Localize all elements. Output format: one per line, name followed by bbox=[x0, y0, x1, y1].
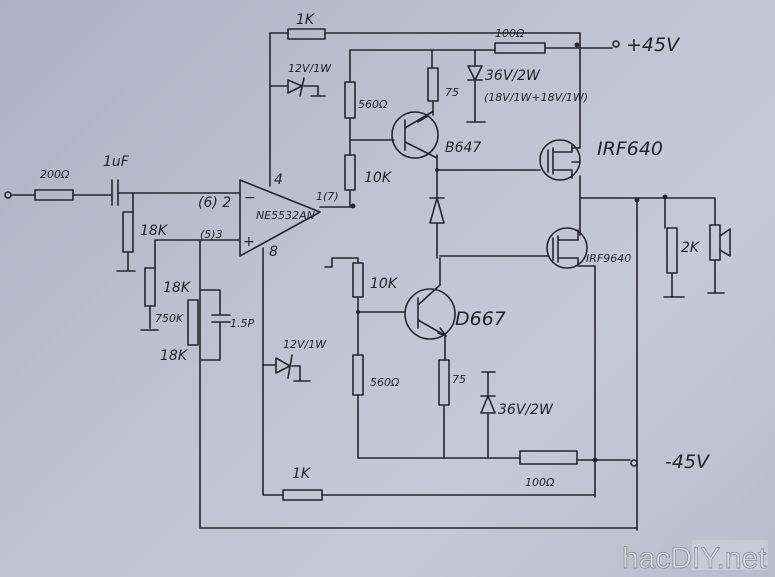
input-terminal bbox=[4, 191, 36, 199]
positive-rail: 100Ω +45V bbox=[349, 27, 681, 56]
label-opamp: NE5532AN bbox=[256, 209, 315, 222]
label-r10k-bottom: 10K bbox=[370, 276, 399, 292]
zener-36v-bottom: 36V/2W bbox=[480, 371, 554, 459]
label-v-neg: -45V bbox=[665, 451, 711, 473]
label-zener36-top: 36V/2W bbox=[485, 68, 541, 84]
label-r-load: 2K bbox=[681, 240, 701, 256]
zener-12v-top: 12V/1W bbox=[269, 62, 332, 97]
resistor-10k-top: 10K bbox=[344, 154, 393, 207]
resistor-load-2k: 2K bbox=[663, 196, 701, 298]
label-r-fb-bottom: 1K bbox=[292, 466, 312, 482]
watermark-box bbox=[692, 540, 768, 570]
label-pin4: 4 bbox=[274, 172, 283, 188]
label-r100-bottom: 100Ω bbox=[525, 476, 555, 489]
label-r18k-a: 18K bbox=[163, 280, 192, 296]
noninv-network: 18K 750K 1.5P 18K bbox=[140, 239, 638, 529]
label-b647: B647 bbox=[445, 140, 481, 156]
lower-feedback: 1K bbox=[262, 247, 596, 501]
label-r-input: 200Ω bbox=[40, 168, 70, 181]
label-minus: − bbox=[244, 190, 256, 206]
label-d667: D667 bbox=[455, 308, 506, 330]
label-pin8: 8 bbox=[269, 244, 278, 260]
resistor-input-ground: 18K bbox=[116, 192, 169, 272]
resistor-75-top: 75 bbox=[427, 49, 459, 116]
label-r-fb-top: 1K bbox=[296, 12, 316, 28]
resistor-75-bottom: 75 bbox=[438, 335, 466, 459]
label-zener36-bottom: 36V/2W bbox=[498, 402, 554, 418]
label-r750k: 750K bbox=[155, 312, 184, 325]
label-v-pos: +45V bbox=[626, 34, 681, 56]
resistor-560-top: 560Ω bbox=[344, 49, 395, 156]
label-pin-out: 1(7) bbox=[316, 190, 339, 203]
label-pin-inv: (6) 2 bbox=[198, 195, 231, 211]
resistor-10k-bottom: 10K bbox=[324, 257, 406, 356]
watermark-text: hacDIY.net bbox=[622, 542, 767, 575]
mosfet-irf640: IRF640 bbox=[539, 138, 663, 181]
speaker-icon bbox=[707, 224, 731, 294]
label-irf9640: IRF9640 bbox=[586, 252, 631, 265]
capacitor-input: 1uF bbox=[103, 154, 241, 206]
transistor-b647: B647 bbox=[391, 111, 481, 159]
resistor-input: 200Ω bbox=[34, 168, 113, 201]
label-c15p: 1.5P bbox=[230, 317, 254, 330]
label-zener36-note: (18V/1W+18V/1W) bbox=[484, 91, 588, 104]
label-r75-bottom: 75 bbox=[452, 373, 466, 386]
label-r-in-ground: 18K bbox=[140, 223, 169, 239]
label-pin-noninv: (5)3 bbox=[200, 228, 223, 241]
label-r560-bottom: 560Ω bbox=[370, 376, 400, 389]
transistor-d667: D667 bbox=[404, 257, 506, 340]
label-r560-top: 560Ω bbox=[358, 98, 388, 111]
output-node bbox=[579, 175, 716, 531]
label-c-input: 1uF bbox=[103, 154, 130, 170]
label-r10k-top: 10K bbox=[364, 170, 393, 186]
resistor-560-bottom: 560Ω bbox=[352, 354, 521, 459]
mosfet-irf9640: IRF9640 bbox=[546, 227, 631, 498]
bias-zener bbox=[429, 154, 549, 259]
negative-rail: 100Ω -45V bbox=[519, 450, 711, 489]
label-r75-top: 75 bbox=[445, 86, 459, 99]
label-zener-top: 12V/1W bbox=[288, 62, 332, 75]
label-zener-bottom: 12V/1W bbox=[283, 338, 327, 351]
zener-12v-bottom: 12V/1W bbox=[262, 338, 327, 382]
label-irf640: IRF640 bbox=[597, 138, 663, 160]
label-plus: + bbox=[243, 234, 255, 250]
opamp-ne5532: NE5532AN − + 4 8 (6) 2 (5)3 1(7) bbox=[198, 172, 356, 260]
label-r18k-b: 18K bbox=[160, 348, 189, 364]
zener-36v-top: 36V/2W (18V/1W+18V/1W) bbox=[466, 49, 588, 123]
label-r100-top: 100Ω bbox=[495, 27, 525, 40]
